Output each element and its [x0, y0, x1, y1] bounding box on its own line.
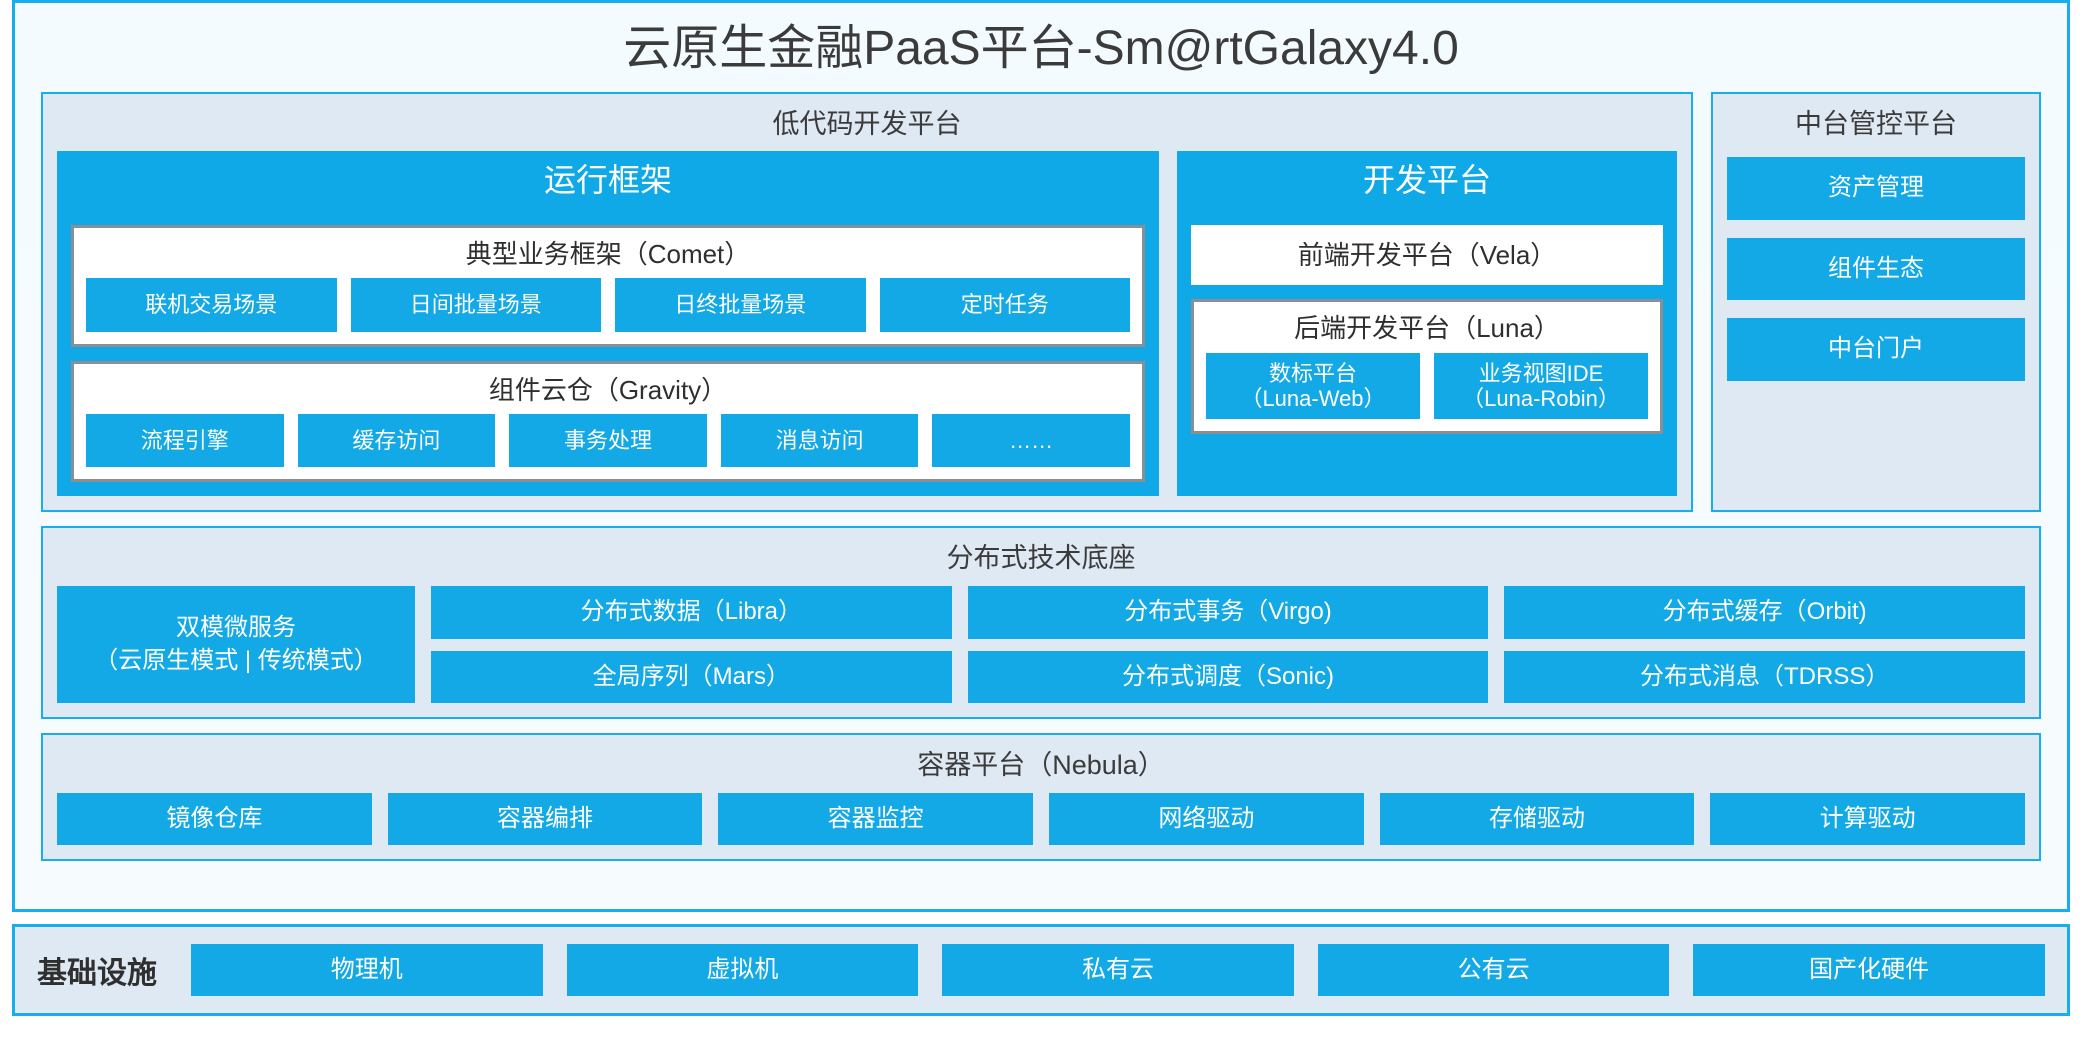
backend-platform-box: 后端开发平台（Luna） 数标平台 （Luna-Web） 业务视图IDE （Lu… — [1191, 299, 1663, 435]
comet-item-eod-batch[interactable]: 日终批量场景 — [615, 278, 866, 332]
comet-chip-row: 联机交易场景 日间批量场景 日终批量场景 定时任务 — [86, 278, 1130, 332]
middle-control-list: 资产管理 组件生态 中台门户 — [1727, 157, 2025, 496]
midctrl-item-component-ecosystem[interactable]: 组件生态 — [1727, 237, 2025, 301]
luna-robin-name: 业务视图IDE — [1478, 360, 1604, 386]
dist-item-virgo[interactable]: 分布式事务（Virgo) — [967, 586, 1489, 639]
distributed-base-panel: 分布式技术底座 双模微服务 （云原生模式 | 传统模式） 分布式数据（Libra… — [41, 526, 2041, 719]
comet-item-online-transaction[interactable]: 联机交易场景 — [86, 278, 337, 332]
spacer-2 — [41, 719, 2041, 733]
lowcode-platform-title: 低代码开发平台 — [772, 108, 962, 139]
middle-control-platform-panel: 中台管控平台 资产管理 组件生态 中台门户 — [1711, 91, 2041, 513]
infrastructure-label: 基础设施 — [37, 957, 157, 990]
container-platform-row: 镜像仓库 容器编排 容器监控 网络驱动 存储驱动 计算驱动 — [57, 792, 2026, 845]
runtime-framework-card: 运行框架 典型业务框架（Comet） 联机交易场景 日间批量场景 日终批量场景 … — [57, 151, 1159, 497]
gravity-title: 组件云仓（Gravity） — [488, 374, 728, 405]
development-platform-title: 开发平台 — [1362, 162, 1491, 199]
dist-col-2: 分布式事务（Virgo) 分布式调度（Sonic) — [967, 586, 1489, 703]
container-item-orchestration[interactable]: 容器编排 — [387, 792, 703, 845]
distributed-base-grid: 双模微服务 （云原生模式 | 传统模式） 分布式数据（Libra） 全局序列（M… — [57, 586, 2026, 703]
container-item-storage-driver[interactable]: 存储驱动 — [1379, 792, 1695, 845]
distributed-base-title: 分布式技术底座 — [946, 543, 1136, 574]
container-item-network-driver[interactable]: 网络驱动 — [1049, 792, 1364, 845]
gravity-item-message-access[interactable]: 消息访问 — [720, 414, 919, 468]
backend-item-luna-web[interactable]: 数标平台 （Luna-Web） — [1206, 352, 1420, 420]
microservice-line1: 双模微服务 — [176, 614, 296, 642]
dist-item-tdrss[interactable]: 分布式消息（TDRSS） — [1504, 650, 2026, 703]
frontend-platform-label: 前端开发平台（Vela） — [1297, 239, 1557, 270]
container-item-image-registry[interactable]: 镜像仓库 — [57, 792, 372, 845]
top-row: 低代码开发平台 运行框架 典型业务框架（Comet） 联机交易场景 日间批量场景… — [41, 91, 2041, 513]
backend-item-luna-robin[interactable]: 业务视图IDE （Luna-Robin） — [1434, 352, 1648, 420]
infra-item-domestic-hardware[interactable]: 国产化硬件 — [1693, 943, 2045, 997]
luna-web-code: （Luna-Web） — [1240, 386, 1386, 412]
gravity-item-transaction-processing[interactable]: 事务处理 — [509, 414, 707, 468]
gravity-box: 组件云仓（Gravity） 流程引擎 缓存访问 事务处理 消息访问 …… — [71, 360, 1145, 483]
gravity-item-more[interactable]: …… — [932, 414, 1130, 468]
middle-control-platform-title: 中台管控平台 — [1795, 108, 1957, 139]
container-item-monitoring[interactable]: 容器监控 — [718, 792, 1034, 845]
comet-box: 典型业务框架（Comet） 联机交易场景 日间批量场景 日终批量场景 定时任务 — [71, 224, 1145, 347]
microservice-line2: （云原生模式 | 传统模式） — [94, 646, 378, 674]
dist-item-libra[interactable]: 分布式数据（Libra） — [431, 586, 952, 639]
dist-item-sonic[interactable]: 分布式调度（Sonic) — [967, 650, 1489, 703]
dist-item-mars[interactable]: 全局序列（Mars） — [431, 650, 952, 703]
platform-main-frame: 云原生金融PaaS平台-Sm@rtGalaxy4.0 低代码开发平台 运行框架 … — [12, 0, 2070, 912]
lowcode-platform-panel: 低代码开发平台 运行框架 典型业务框架（Comet） 联机交易场景 日间批量场景… — [41, 91, 1693, 513]
luna-robin-code: （Luna-Robin） — [1462, 386, 1620, 412]
dist-col-3: 分布式缓存（Orbit) 分布式消息（TDRSS） — [1504, 586, 2026, 703]
dist-item-orbit[interactable]: 分布式缓存（Orbit) — [1504, 586, 2026, 639]
infra-item-private-cloud[interactable]: 私有云 — [942, 943, 1294, 997]
midctrl-item-portal[interactable]: 中台门户 — [1727, 318, 2025, 381]
runtime-framework-title: 运行框架 — [543, 162, 672, 199]
comet-title: 典型业务框架（Comet） — [465, 238, 751, 269]
comet-item-scheduled-task[interactable]: 定时任务 — [879, 278, 1130, 332]
gravity-chip-row: 流程引擎 缓存访问 事务处理 消息访问 …… — [86, 414, 1130, 468]
container-platform-title: 容器平台（Nebula） — [917, 749, 1165, 780]
infra-item-virtual-machine[interactable]: 虚拟机 — [566, 943, 919, 997]
backend-chip-row: 数标平台 （Luna-Web） 业务视图IDE （Luna-Robin） — [1206, 352, 1648, 420]
luna-web-name: 数标平台 — [1268, 360, 1357, 386]
midctrl-item-asset-management[interactable]: 资产管理 — [1727, 157, 2025, 220]
gravity-item-cache-access[interactable]: 缓存访问 — [297, 414, 496, 468]
page-title: 云原生金融PaaS平台-Sm@rtGalaxy4.0 — [623, 22, 1459, 75]
infrastructure-bar: 基础设施 物理机 虚拟机 私有云 公有云 国产化硬件 — [12, 924, 2070, 1016]
dist-col-1: 分布式数据（Libra） 全局序列（Mars） — [431, 586, 952, 703]
frontend-platform-box[interactable]: 前端开发平台（Vela） — [1191, 224, 1663, 286]
development-platform-card: 开发平台 前端开发平台（Vela） 后端开发平台（Luna） 数标平台 （Lun… — [1177, 151, 1677, 497]
container-item-compute-driver[interactable]: 计算驱动 — [1710, 792, 2026, 845]
backend-platform-title: 后端开发平台（Luna） — [1294, 313, 1560, 344]
comet-item-intraday-batch[interactable]: 日间批量场景 — [350, 278, 601, 332]
infra-item-physical-machine[interactable]: 物理机 — [191, 943, 543, 997]
lowcode-platform-body: 运行框架 典型业务框架（Comet） 联机交易场景 日间批量场景 日终批量场景 … — [57, 151, 1677, 497]
infra-item-public-cloud[interactable]: 公有云 — [1317, 943, 1670, 997]
container-platform-panel: 容器平台（Nebula） 镜像仓库 容器编排 容器监控 网络驱动 存储驱动 计算… — [41, 732, 2041, 861]
gravity-item-process-engine[interactable]: 流程引擎 — [86, 414, 284, 468]
spacer — [41, 512, 2041, 526]
dist-item-dual-mode-microservice[interactable]: 双模微服务 （云原生模式 | 传统模式） — [57, 586, 415, 703]
dist-col-microservice: 双模微服务 （云原生模式 | 传统模式） — [57, 586, 415, 703]
